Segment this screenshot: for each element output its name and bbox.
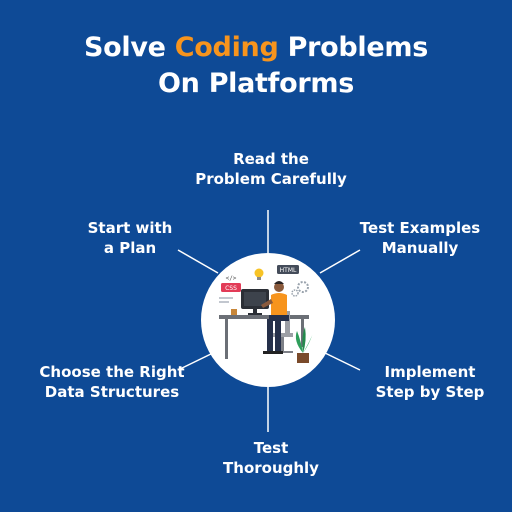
step-choose-data-structures: Choose the Right Data Structures <box>12 362 212 402</box>
css-badge <box>221 283 241 292</box>
step-line: Read the <box>233 150 309 168</box>
developer-illustration: CSS </> HTML <box>219 265 313 363</box>
connector-implement <box>322 351 361 371</box>
title-word-problems: Problems <box>287 32 429 63</box>
title-line-2: On Platforms <box>158 68 354 99</box>
monitor-icon <box>241 289 269 315</box>
step-start-plan: Start with a Plan <box>60 218 200 258</box>
connector-choose <box>177 351 216 371</box>
step-test-examples: Test Examples Manually <box>340 218 500 258</box>
plant-icon <box>295 327 313 363</box>
hub-circle: CSS </> HTML <box>201 253 335 387</box>
step-line: Start with <box>87 219 173 237</box>
css-badge-text: CSS <box>225 285 237 292</box>
step-line: Test <box>253 439 289 457</box>
gear-icon <box>291 281 309 297</box>
step-line: Test Examples <box>359 219 481 237</box>
step-line: Implement <box>384 363 476 381</box>
step-implement: Implement Step by Step <box>360 362 500 402</box>
title-word-coding: Coding <box>174 32 279 63</box>
lightbulb-icon <box>254 268 264 280</box>
desk-leg <box>225 319 228 359</box>
step-line: a Plan <box>103 239 157 257</box>
html-badge-text: HTML <box>280 267 297 274</box>
step-line: Manually <box>381 239 459 257</box>
step-line: Data Structures <box>44 383 180 401</box>
step-read-problem: Read the Problem Carefully <box>171 149 371 189</box>
desk <box>219 315 309 319</box>
step-test-thoroughly: Test Thoroughly <box>191 438 351 478</box>
step-line: Thoroughly <box>223 459 319 477</box>
html-badge <box>277 265 299 274</box>
step-line: Problem Carefully <box>195 170 347 188</box>
code-symbol: </> <box>226 275 237 282</box>
title-word-solve: Solve <box>84 32 166 63</box>
desk-leg <box>301 319 304 347</box>
coffee-cup-icon <box>231 309 237 315</box>
connector-test-examples <box>319 249 361 274</box>
title-line-1: Solve Coding Problems <box>0 30 512 66</box>
developer-figure <box>261 281 289 354</box>
connector-plan <box>177 249 219 274</box>
code-snippet-lines <box>219 297 233 303</box>
step-line: Choose the Right <box>39 363 185 381</box>
page-title: Solve Coding Problems On Platforms <box>0 30 512 102</box>
step-line: Step by Step <box>375 383 485 401</box>
